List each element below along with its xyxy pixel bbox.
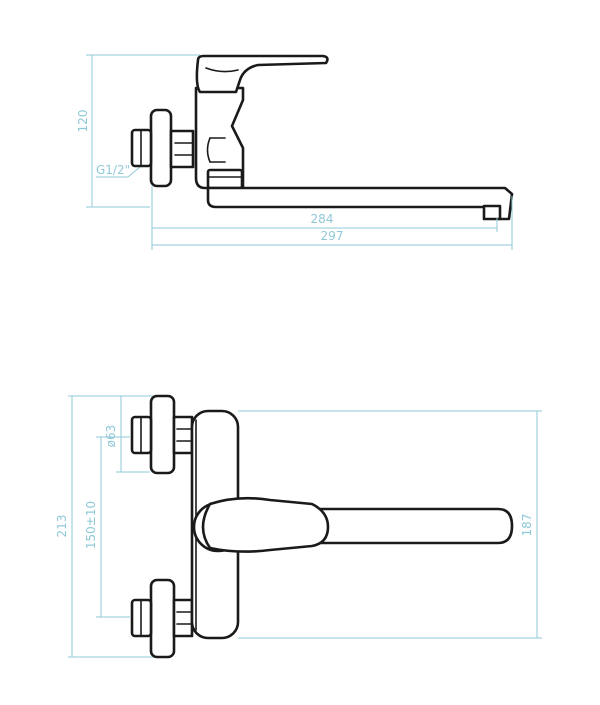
dimension-height-label: 120 xyxy=(76,110,90,133)
dimension-spout-length-label: 187 xyxy=(520,514,534,537)
side-view: 120 G1/2" xyxy=(76,54,514,250)
lever-handle xyxy=(195,54,329,94)
spout-top xyxy=(298,507,514,545)
dimension-overall-length-label: 297 xyxy=(321,229,344,243)
dimension-spout-length: 187 xyxy=(238,410,542,639)
spout xyxy=(206,186,514,221)
dimension-flange-diameter: ø63 xyxy=(104,395,150,473)
mixer-body xyxy=(194,86,245,190)
dimension-thread-label: G1/2" xyxy=(96,163,130,177)
dimension-center-distance: 150±10 xyxy=(84,436,130,618)
lever-top xyxy=(192,496,330,553)
dimension-overall-width-label: 213 xyxy=(55,515,69,538)
wall-flange xyxy=(130,108,173,188)
eccentric-connector xyxy=(169,129,195,169)
lower-wall-flange xyxy=(130,578,194,659)
dimension-flange-diameter-label: ø63 xyxy=(104,425,118,448)
dimension-spout-reach-label: 284 xyxy=(311,212,334,226)
top-view: 213 150±10 ø63 187 xyxy=(55,394,542,659)
dimension-spout-reach: 284 xyxy=(151,186,498,250)
dimension-center-distance-label: 150±10 xyxy=(84,501,98,549)
dimension-height: 120 xyxy=(76,54,200,208)
upper-wall-flange xyxy=(130,394,194,475)
dimension-overall-length: 297 xyxy=(152,196,513,250)
